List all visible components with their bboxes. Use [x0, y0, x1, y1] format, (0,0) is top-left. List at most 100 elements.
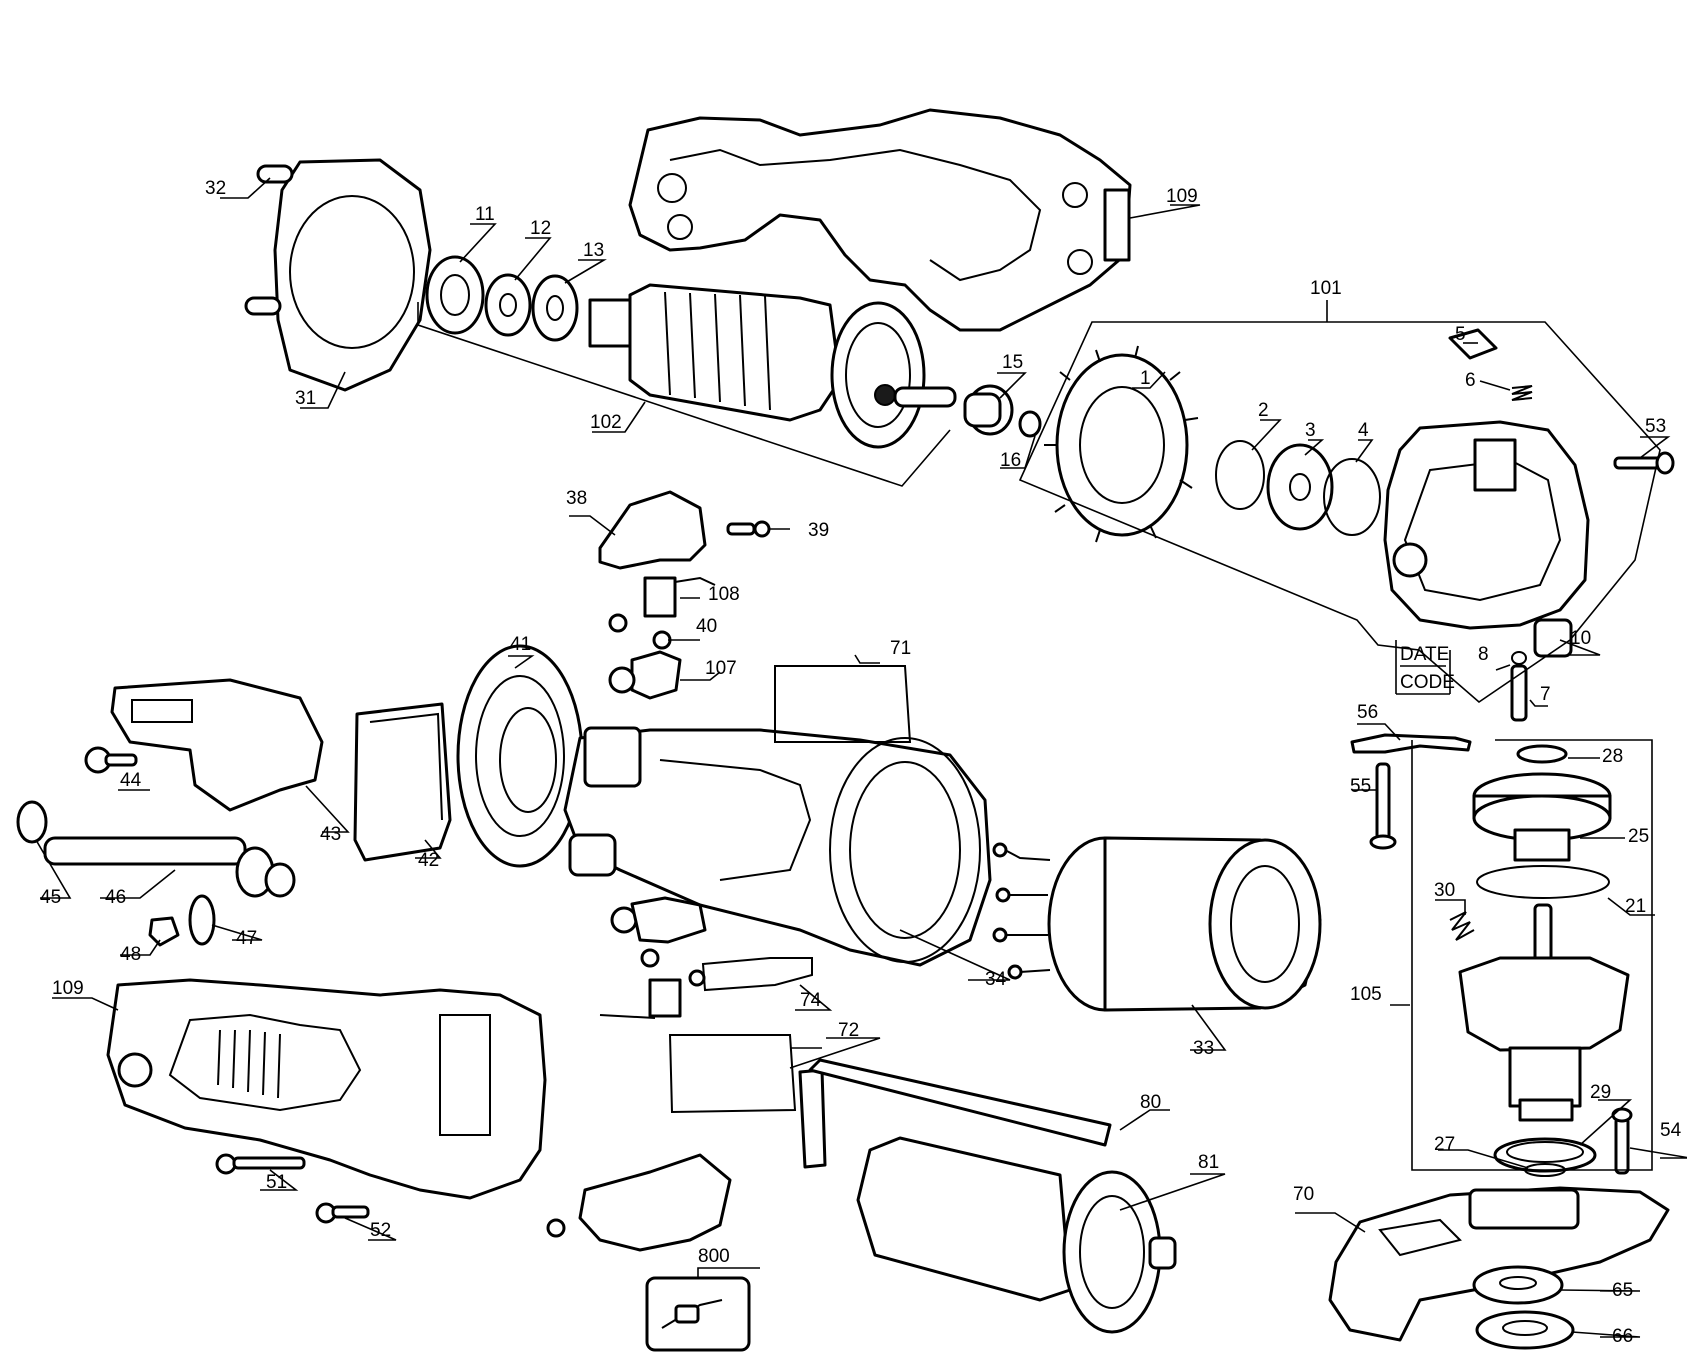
part-109-housing-half-lower [106, 978, 547, 1200]
part-56-clamp [1350, 733, 1472, 754]
part-13-plate [531, 274, 579, 342]
label-107: 107 [705, 658, 737, 679]
part-7-spindle-lock-pin [1510, 664, 1528, 722]
part-28-washer [1516, 744, 1568, 764]
label-47: 47 [236, 928, 257, 949]
label-31: 31 [295, 388, 316, 409]
label-12: 12 [530, 218, 551, 239]
part-31-end-cover [244, 158, 432, 392]
part-12-washer [484, 273, 532, 337]
part-41-baffle [456, 644, 584, 868]
label-56: 56 [1357, 702, 1378, 723]
label-105: 105 [1350, 984, 1382, 1005]
part-109-housing-half-upper [628, 108, 1132, 332]
label-102: 102 [590, 412, 622, 433]
part-80-wrench [798, 1058, 1112, 1169]
part-39-screw [726, 520, 771, 538]
part-11-bearing [425, 255, 485, 335]
label-108: 108 [708, 584, 740, 605]
part-21-o-ring [1476, 865, 1610, 899]
part-2-retaining-ring [1215, 440, 1265, 510]
label-1: 1 [1140, 368, 1151, 389]
label-800: 800 [698, 1246, 730, 1267]
part-30-spring [1449, 911, 1475, 941]
part-54-screw [1611, 1107, 1633, 1175]
label-44: 44 [120, 770, 142, 791]
label-46: 46 [105, 887, 126, 908]
part-74-label [701, 957, 813, 992]
part-38-brush-cover [598, 490, 707, 570]
label-42: 42 [418, 850, 439, 871]
part-53-screw [1613, 451, 1675, 475]
label-81: 81 [1198, 1152, 1219, 1173]
part-46-switch-rod [16, 800, 296, 898]
part-44-screw [84, 746, 138, 774]
label-2: 2 [1258, 400, 1269, 421]
part-34-motor-housing [563, 726, 992, 967]
label-40: 40 [696, 616, 717, 637]
label-7: 7 [1540, 684, 1551, 705]
label-10: 10 [1570, 628, 1591, 649]
part-29-bearing-ring [1493, 1137, 1597, 1173]
part-65-flange [1472, 1265, 1564, 1305]
label-53: 53 [1645, 416, 1666, 437]
label-25: 25 [1628, 826, 1649, 847]
label-45: 45 [40, 887, 61, 908]
label-48: 48 [120, 944, 141, 965]
part-108-brush [643, 576, 716, 618]
label-29: 29 [1590, 1082, 1611, 1103]
part-43-switch [110, 678, 324, 812]
part-72-label [668, 1034, 797, 1114]
label-109-upper: 109 [1166, 186, 1198, 207]
label-33: 33 [1193, 1038, 1214, 1059]
part-70-guard [1328, 1186, 1670, 1342]
date-code-line2: CODE [1400, 672, 1455, 693]
part-8-spring [1511, 651, 1527, 665]
label-32: 32 [205, 178, 226, 199]
label-11: 11 [475, 204, 495, 225]
part-81-side-handle [856, 1136, 1177, 1334]
label-27: 27 [1434, 1134, 1455, 1155]
part-102-armature [588, 283, 957, 449]
label-65: 65 [1612, 1280, 1633, 1301]
part-40-screw [608, 613, 672, 650]
label-underlines [1395, 640, 1451, 695]
lower-brush-holder [599, 896, 707, 1019]
leader-lines [35, 177, 1687, 1338]
label-13: 13 [583, 240, 604, 261]
label-70: 70 [1293, 1184, 1314, 1205]
label-55: 55 [1350, 776, 1371, 797]
label-54: 54 [1660, 1120, 1682, 1141]
part-800-cord-set [645, 1276, 751, 1352]
label-3: 3 [1305, 420, 1316, 441]
label-51: 51 [266, 1172, 287, 1193]
part-33-field [992, 836, 1322, 1012]
lower-brush-cover [546, 1153, 732, 1252]
part-48-screw [148, 916, 180, 947]
part-71-label [774, 665, 912, 743]
date-code-line1: DATE [1400, 644, 1449, 665]
label-6: 6 [1465, 370, 1476, 391]
label-5: 5 [1455, 324, 1466, 345]
label-101: 101 [1310, 278, 1342, 299]
part-42-electronic-module [353, 702, 452, 862]
label-74: 74 [800, 990, 822, 1011]
part-1-fan-baffle [1044, 345, 1199, 543]
gear-case [1383, 420, 1590, 630]
part-47-link [188, 894, 216, 946]
label-109-lower: 109 [52, 978, 84, 999]
label-52: 52 [370, 1220, 391, 1241]
part-51-screw [215, 1153, 306, 1175]
label-43: 43 [320, 824, 341, 845]
callout-labels: 32 11 12 13 109 101 5 1 15 6 31 2 3 4 10… [40, 178, 1682, 1347]
label-71: 71 [890, 638, 911, 659]
part-10-bushing [1533, 618, 1573, 658]
label-16: 16 [1000, 450, 1021, 471]
part-52-screw [315, 1202, 370, 1224]
label-80: 80 [1140, 1092, 1161, 1113]
label-30: 30 [1434, 880, 1455, 901]
label-15: 15 [1002, 352, 1023, 373]
spindle-gear-assembly [1458, 903, 1630, 1122]
label-21: 21 [1625, 896, 1646, 917]
